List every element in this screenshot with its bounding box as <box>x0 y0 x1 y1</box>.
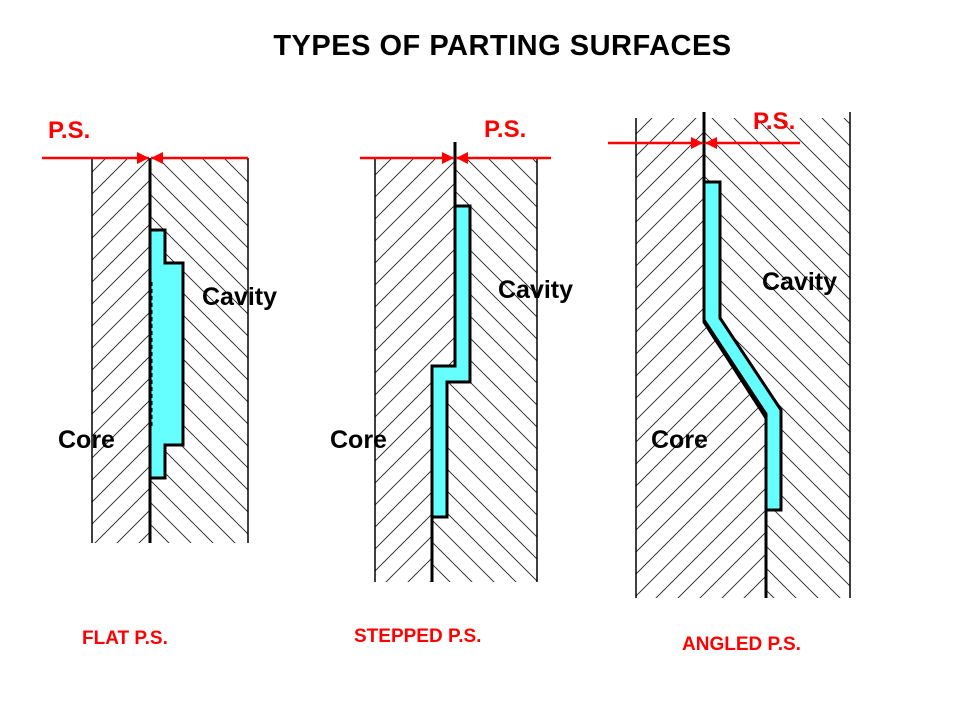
flat-core-label: Core <box>58 426 115 454</box>
flat-cavity-label: Cavity <box>202 283 278 311</box>
angled-cavity-label: Cavity <box>762 268 838 296</box>
angled-cavity-block <box>704 118 850 598</box>
stepped-parting-line <box>430 142 457 582</box>
angled-core-label: Core <box>651 426 708 454</box>
stepped-caption: STEPPED P.S. <box>354 626 482 647</box>
stepped-ps-label: P.S. <box>484 116 527 143</box>
flat-ps-panel <box>42 152 249 543</box>
stepped-core-label: Core <box>330 426 387 454</box>
angled-core-block <box>636 118 766 598</box>
flat-caption: FLAT P.S. <box>82 628 168 649</box>
angled-ps-panel <box>608 112 851 598</box>
flat-ps-label: P.S. <box>48 117 91 144</box>
stepped-core-block <box>375 158 455 582</box>
stepped-cavity-label: Cavity <box>498 276 574 304</box>
flat-core-block <box>92 158 150 543</box>
angled-parting-line <box>702 112 768 598</box>
stepped-ps-panel <box>360 142 551 582</box>
angled-ps-label: P.S. <box>753 108 796 135</box>
angled-caption: ANGLED P.S. <box>682 634 801 655</box>
page-title: TYPES OF PARTING SURFACES <box>273 30 732 62</box>
flat-molded-part <box>148 228 185 480</box>
